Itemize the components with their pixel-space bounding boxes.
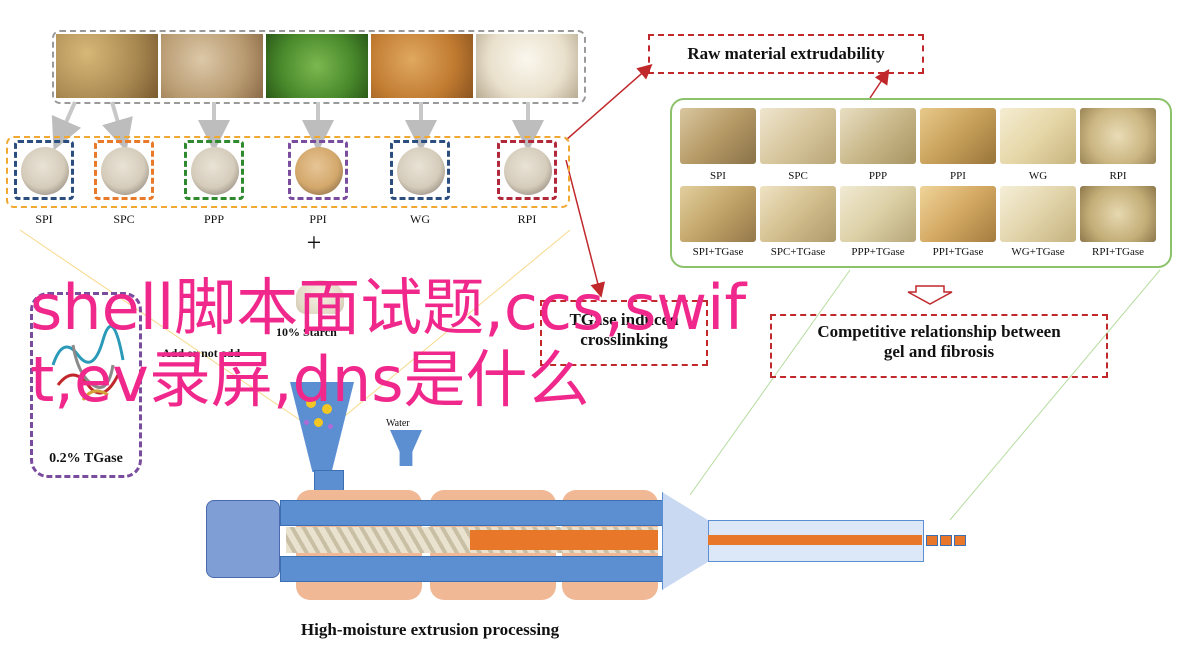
sample-label-wg: WG <box>1028 170 1048 182</box>
ppi-powder-dish <box>288 140 348 200</box>
tgase-enzyme-box: 0.2% TGase <box>30 292 142 478</box>
sample-label-spc-tgase: SPC+TGase <box>770 246 826 258</box>
sample-label-spi: SPI <box>710 170 726 182</box>
powder-label-rpi: RPI <box>517 212 537 226</box>
sample-label-rpi: RPI <box>1109 170 1127 182</box>
sample-label-ppi: PPI <box>950 170 966 182</box>
starch-label: 10% Starch <box>276 325 337 339</box>
sample-tile-spc-tgase <box>760 186 836 242</box>
powder-label-ppp: PPP <box>203 212 225 226</box>
competitive-line-1: Competitive relationship between <box>817 322 1061 341</box>
sample-label-spc: SPC <box>788 170 808 182</box>
sample-tile-rpi-tgase <box>1080 186 1156 242</box>
crosslinking-box: TGase induced crosslinking <box>540 300 708 366</box>
powder-label-spc: SPC <box>113 212 135 226</box>
overlay-watermark-text: shell脚本面试题,ccs,swift,ev录屏,dns是什么 <box>30 271 747 416</box>
sample-label-ppp-tgase: PPP+TGase <box>851 246 905 258</box>
water-label: Water <box>386 418 410 429</box>
sample-tile-wg <box>1000 108 1076 164</box>
extruder-barrel-bottom <box>280 556 664 582</box>
pea-photo <box>266 34 368 98</box>
sample-label-spi-tgase: SPI+TGase <box>692 246 744 258</box>
wg-powder-dish <box>390 140 450 200</box>
extrudate-sample-panel <box>670 98 1172 268</box>
extrudate-piece-3 <box>954 535 966 546</box>
crosslinking-line-2: crosslinking <box>580 330 668 349</box>
extrudate-piece-1 <box>926 535 938 546</box>
powder-label-ppi: PPI <box>309 212 327 226</box>
extruder-melt <box>470 530 658 550</box>
rice-photo <box>476 34 578 98</box>
plus-sign: + <box>306 228 322 257</box>
peanut-photo <box>161 34 263 98</box>
spi-powder-dish <box>14 140 74 200</box>
process-label: High-moisture extrusion processing <box>300 620 560 639</box>
sample-tile-ppi <box>920 108 996 164</box>
sample-tile-ppi-tgase <box>920 186 996 242</box>
extruder-motor <box>206 500 280 578</box>
extrudate-piece-2 <box>940 535 952 546</box>
sample-tile-ppp-tgase <box>840 186 916 242</box>
extruder-barrel-top <box>280 500 664 526</box>
sample-tile-ppp <box>840 108 916 164</box>
sample-tile-spi-tgase <box>680 186 756 242</box>
sample-tile-rpi <box>1080 108 1156 164</box>
add-or-not-label: Add or not add <box>162 346 241 360</box>
tgase-label: 0.2% TGase <box>49 451 123 466</box>
hopper-pellets <box>300 390 344 450</box>
ppp-powder-dish <box>184 140 244 200</box>
sample-tile-spc <box>760 108 836 164</box>
starch-pile <box>296 280 344 314</box>
soybean-photo <box>56 34 158 98</box>
competitive-relationship-box: Competitive relationship between gel and… <box>770 314 1108 378</box>
powder-row <box>6 136 570 208</box>
powder-label-wg: WG <box>410 212 430 226</box>
sample-tile-spi <box>680 108 756 164</box>
rpi-powder-dish <box>497 140 557 200</box>
powder-label-spi: SPI <box>35 212 53 226</box>
sample-label-rpi-tgase: RPI+TGase <box>1091 246 1145 258</box>
competitive-line-2: gel and fibrosis <box>883 342 995 361</box>
cooling-die-product <box>708 535 922 545</box>
sample-tile-wg-tgase <box>1000 186 1076 242</box>
raw-material-title-box: Raw material extrudability <box>648 34 924 74</box>
crosslinking-line-1: TGase induced <box>569 310 679 329</box>
enzyme-structure-icon <box>51 325 125 401</box>
sample-label-wg-tgase: WG+TGase <box>1011 246 1065 258</box>
raw-material-photo-strip <box>52 30 586 104</box>
raw-material-title: Raw material extrudability <box>687 44 885 63</box>
sample-label-ppp: PPP <box>868 170 888 182</box>
sample-label-ppi-tgase: PPI+TGase <box>932 246 984 258</box>
spc-powder-dish <box>94 140 154 200</box>
wheat-photo <box>371 34 473 98</box>
